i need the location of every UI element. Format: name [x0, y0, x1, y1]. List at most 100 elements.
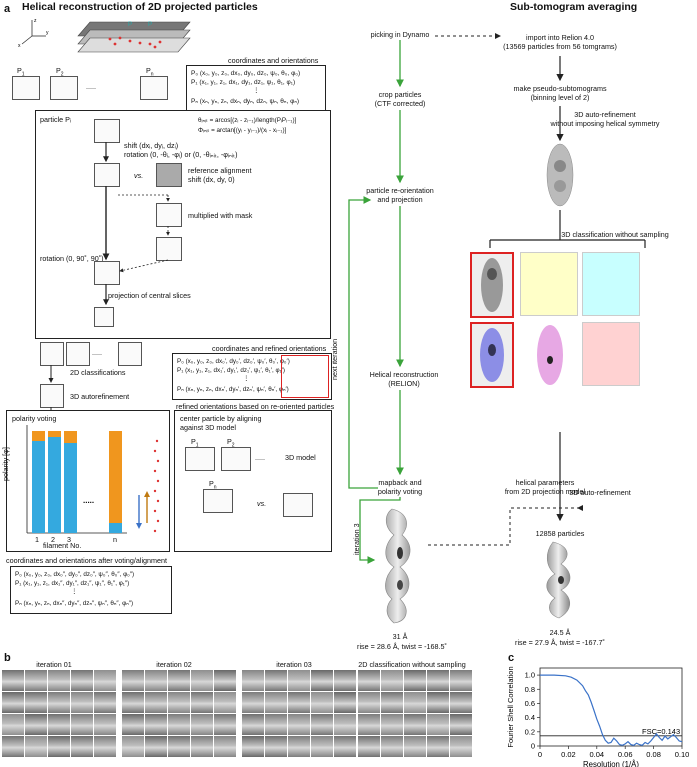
center-cube-2: [221, 447, 251, 471]
class-thumbnail: [145, 692, 167, 713]
class-thumbnail: [265, 670, 287, 691]
crop-text-2: (CTF corrected): [374, 99, 426, 108]
projection-text: projection of central slices: [108, 291, 191, 300]
center-pn: Pn: [209, 479, 217, 491]
center-box: center particle by aligning against 3D m…: [174, 410, 332, 552]
class-thumbnail: [358, 736, 380, 757]
class-thumbnail: [358, 692, 380, 713]
center-p2: P2: [227, 437, 235, 449]
y-axis-label: Fourier Shell Correlation: [506, 666, 515, 747]
class-thumbnail: [242, 692, 264, 713]
class-thumbnail: [168, 692, 190, 713]
class-thumbnail: [48, 692, 70, 713]
class-thumbnail: [145, 670, 167, 691]
coords-line-0: P₀ (x₀, y₀, z₀, dx₀, dy₀, dz₀, ψ₀, θ₀, φ…: [191, 70, 301, 77]
class-thumbnail: [122, 692, 144, 713]
pipeline-arrows: [102, 142, 170, 306]
class-thumbnail: [265, 692, 287, 713]
x-tick-label: 0.06: [618, 750, 633, 759]
theta-equation: θᵢₙᵢₜ = arcos[(zᵢ - zᵢ₋₁)/length(PᵢPᵢ₋₁)…: [198, 117, 297, 124]
particle-cube-1: [12, 76, 40, 100]
ellipsis: .....: [86, 82, 96, 91]
refined-line-0: P₀ (x₀, y₀, z₀, dx₀′, dy₀′, dz₀′, ψ₀′, θ…: [177, 358, 290, 365]
center-cube-1: [185, 447, 215, 471]
auto-text-1: 3D auto-refinement: [574, 110, 636, 119]
class-tile-2: [66, 342, 90, 366]
class-thumbnail: [71, 692, 93, 713]
cube-step-1: [94, 119, 120, 143]
reorient-text-1: particle re-orientation: [366, 186, 434, 195]
rotation2-text: rotation (0, 90˚, 90˚): [40, 254, 104, 263]
auto-text-2: without imposing helical symmetry: [550, 119, 660, 128]
model3d-label: 3D model: [285, 453, 316, 462]
class-thumbnail: [381, 692, 403, 713]
class-thumbnail: [122, 714, 144, 735]
final-box: P₀ (x₀, y₀, z₀, dx₀″, dy₀″, dz₀″, ψ₀″, θ…: [10, 566, 172, 614]
refined-title: coordinates and refined orientations: [212, 344, 327, 353]
refined-note: refined orientations based on re-oriente…: [176, 402, 335, 411]
class-thumbnail: [71, 714, 93, 735]
class-thumbnail: [25, 670, 47, 691]
right-rise: rise = 27.9 Å, twist = -167.7˚: [515, 638, 605, 647]
class-thumbnail: [427, 714, 449, 735]
class-thumbnail: [122, 670, 144, 691]
helparam-text-1: helical parameters: [515, 478, 575, 487]
refined-box: P₀ (x₀, y₀, z₀, dx₀′, dy₀′, dz₀′, ψ₀′, θ…: [172, 353, 332, 400]
particle-cube-2: [50, 76, 78, 100]
y-tick-label: 0.8: [525, 685, 535, 694]
class-thumbnail: [94, 714, 116, 735]
projection-tile: [94, 307, 114, 327]
svg-text:z: z: [34, 18, 37, 24]
center-vs: vs.: [257, 499, 267, 508]
x-tick-label: 0.10: [675, 750, 690, 759]
svg-text:P: P: [148, 22, 152, 28]
svg-text:y: y: [46, 30, 49, 36]
autoref-text: 3D autorefinement: [70, 392, 130, 401]
mapback-text-1: mapback and: [378, 478, 422, 487]
panel-b-label: b: [4, 652, 11, 664]
class-ellipsis: .....: [92, 348, 102, 357]
x-tick-label: 0.02: [561, 750, 576, 759]
class-thumbnail: [2, 736, 24, 757]
final-line-1: P₁ (x₁, y₁, z₁, dx₁″, dy₁″, dz₁″, ψ₁″, θ…: [15, 580, 130, 587]
class-tile-3: [118, 342, 142, 366]
y-tick-label: 0: [531, 742, 535, 751]
class-thumbnail: [381, 736, 403, 757]
autoref-tile: [40, 384, 64, 408]
cube-step-2: [94, 163, 120, 187]
polarity-box: polarity voting polarity [φ] filament No…: [1, 410, 170, 552]
class-thumbnail: [311, 692, 333, 713]
center-cube-n: [203, 489, 233, 513]
class-thumbnail: [191, 714, 213, 735]
helical-text-1: Helical reconstruction: [369, 370, 439, 379]
class-thumbnail: [94, 692, 116, 713]
auto-text-3: 3D auto-refinement: [569, 488, 631, 497]
particle-processing-box: particle Pᵢ θᵢₙᵢₜ = arcos[(zᵢ - zᵢ₋₁)/le…: [35, 110, 331, 339]
reorient-text-2: and projection: [377, 195, 423, 204]
fsc-curve: [540, 674, 683, 746]
class-thumbnail: [242, 714, 264, 735]
class-thumbnail: [191, 736, 213, 757]
class-thumbnail: [2, 670, 24, 691]
class3d-selected-1: [470, 252, 514, 318]
class-thumbnail: [48, 714, 70, 735]
mask-cube: [156, 203, 182, 227]
axes-icon: zyx: [18, 18, 49, 49]
class-thumbnail: [381, 714, 403, 735]
cube-step-3: [156, 237, 182, 261]
class-thumbnail: [145, 714, 167, 735]
picking-text: picking in Dynamo: [370, 30, 430, 39]
middle-rise: rise = 28.6 Å, twist = -168.5˚: [357, 642, 447, 651]
refined-highlight: [281, 355, 329, 398]
polarity-bars: .....: [26, 425, 160, 534]
import-text-1: import into Relion 4.0: [526, 33, 594, 42]
particle-label: particle Pᵢ: [40, 115, 72, 124]
coords-box: P₀ (x₀, y₀, z₀, dx₀, dy₀, dz₀, ψ₀, θ₀, φ…: [186, 65, 326, 111]
class3d-empty-cyan: [582, 252, 640, 316]
class-thumbnail: [25, 714, 47, 735]
ref-align-text: reference alignment: [188, 166, 252, 175]
class-thumbnail: [2, 714, 24, 735]
class-thumbnail: [334, 736, 356, 757]
y-tick-label: 0.6: [525, 699, 535, 708]
